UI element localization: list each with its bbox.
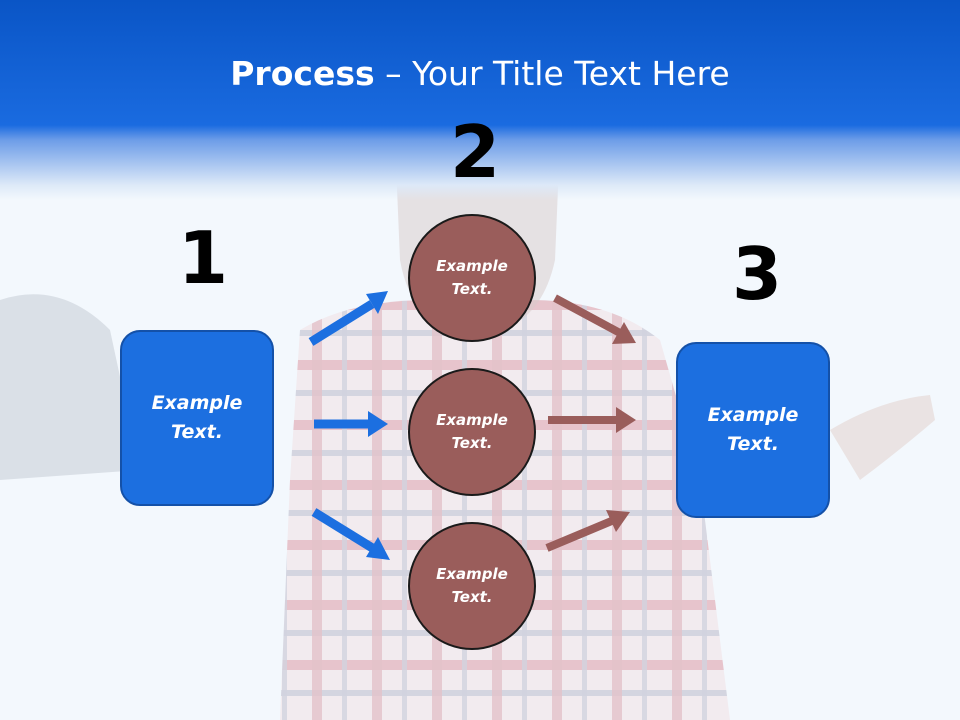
process-circle-middle[interactable]: Example Text.	[408, 368, 536, 496]
process-circle-top-text: Example Text.	[436, 255, 508, 301]
title-rest: – Your Title Text Here	[374, 54, 730, 93]
process-circle-middle-line1: Example	[436, 411, 508, 429]
step-number-2: 2	[450, 110, 501, 194]
step-box-3[interactable]: Example Text.	[676, 342, 830, 518]
process-circle-bottom-text: Example Text.	[436, 563, 508, 609]
process-circle-top-line2: Text.	[451, 280, 493, 298]
blue-arrow-up	[308, 291, 388, 346]
step-number-1: 1	[178, 216, 229, 300]
brown-arrow-middle	[548, 407, 636, 433]
step-box-1[interactable]: Example Text.	[120, 330, 274, 506]
step-box-3-line2: Text.	[727, 433, 779, 455]
blue-arrow-middle	[314, 411, 388, 437]
step-number-3: 3	[732, 232, 783, 316]
brown-arrow-up	[545, 510, 630, 552]
process-circle-bottom[interactable]: Example Text.	[408, 522, 536, 650]
blue-arrow-down	[311, 508, 390, 560]
brown-arrow-down	[553, 294, 636, 344]
title-bold: Process	[230, 54, 375, 93]
step-box-1-line1: Example	[151, 392, 243, 414]
step-box-1-text: Example Text.	[152, 389, 243, 447]
slide-title: Process – Your Title Text Here	[0, 52, 960, 96]
step-box-3-line1: Example	[707, 404, 799, 426]
header-band	[0, 0, 960, 200]
process-circle-middle-text: Example Text.	[436, 409, 508, 455]
step-box-3-text: Example Text.	[708, 401, 799, 459]
process-circle-bottom-line2: Text.	[451, 588, 493, 606]
process-circle-middle-line2: Text.	[451, 434, 493, 452]
process-circle-bottom-line1: Example	[436, 565, 508, 583]
process-circle-top[interactable]: Example Text.	[408, 214, 536, 342]
step-box-1-line2: Text.	[171, 421, 223, 443]
process-circle-top-line1: Example	[436, 257, 508, 275]
